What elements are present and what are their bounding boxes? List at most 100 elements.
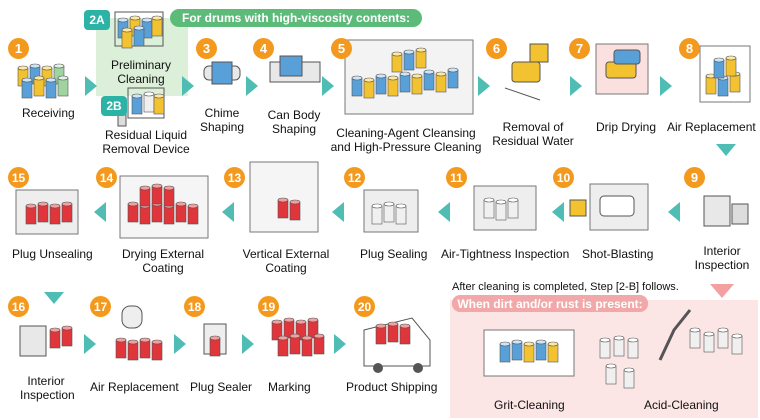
- step-badge-10: 10: [553, 167, 574, 188]
- arrow-11-12: [438, 202, 450, 222]
- chime-shaping-machine: [203, 61, 241, 85]
- arrow-19-20: [334, 334, 346, 354]
- arrow-4-5: [322, 76, 334, 96]
- step-label-2b: Residual Liquid Removal Device: [96, 128, 196, 156]
- arrow-18-19: [242, 334, 254, 354]
- step-badge-17: 17: [90, 296, 111, 317]
- step-badge-20: 20: [354, 296, 375, 317]
- arrow-8-9: [716, 144, 736, 156]
- drip-drying-unit: [595, 43, 649, 95]
- step-label-15: Plug Unsealing: [12, 247, 93, 261]
- step-badge-13: 13: [224, 167, 245, 188]
- marked-drums: [271, 317, 325, 357]
- air-replacement-unit-top: [699, 45, 751, 103]
- step-label-5: Cleaning-Agent Cleansing and High-Pressu…: [326, 126, 486, 154]
- acid-cleaning-line: [599, 309, 743, 389]
- arrow-1-2: [85, 76, 97, 96]
- grit-cleaning-machine: [483, 329, 575, 377]
- step-label-3-text: Chime Shaping: [199, 106, 245, 134]
- step-badge-18: 18: [184, 296, 205, 317]
- viscosity-banner: For drums with high-viscosity contents:: [170, 9, 422, 27]
- step-label-20: Product Shipping: [346, 380, 438, 394]
- step-label-6-text: Removal of Residual Water: [492, 120, 574, 148]
- interior-inspection-unit: [703, 195, 749, 227]
- air-replacement-unit-bottom: [115, 305, 163, 361]
- step-label-12: Plug Sealing: [360, 247, 428, 261]
- arrow-2-3: [182, 76, 194, 96]
- step-badge-14: 14: [96, 167, 117, 188]
- plug-sealing-machine: [363, 189, 419, 233]
- step-badge-6: 6: [486, 38, 507, 59]
- step-label-18: Plug Sealer: [190, 380, 253, 394]
- arrow-15-16: [44, 292, 64, 304]
- arrow-dirt-down: [710, 284, 734, 298]
- plug-unsealing-machine: [15, 189, 79, 235]
- step-label-16-text: Interior Inspection: [20, 374, 75, 402]
- step-label-14-text: Drying External Coating: [121, 247, 205, 275]
- vertical-coating-booth: [249, 161, 319, 233]
- plug-sealer-machine: [203, 323, 227, 357]
- step-badge-16: 16: [8, 296, 29, 317]
- step-badge-4: 4: [253, 38, 274, 59]
- step-label-11: Air-Tightness Inspection: [441, 247, 570, 261]
- arrow-5-6: [478, 76, 490, 96]
- step-badge-12: 12: [344, 167, 365, 188]
- viscosity-banner-text: For drums with high-viscosity contents:: [181, 11, 411, 25]
- step-label-16: Interior Inspection: [20, 374, 75, 402]
- can-body-shaping-machine: [269, 55, 321, 83]
- step-label-17: Air Replacement: [90, 380, 179, 394]
- step-label-3: Chime Shaping: [196, 106, 248, 134]
- step-label-8: Air Replacement: [667, 120, 756, 134]
- dirt-banner-text: When dirt and/or rust is present:: [457, 296, 643, 311]
- step-label-9: Interior Inspection: [688, 244, 756, 272]
- step-badge-2b: 2B: [101, 96, 127, 116]
- arrow-12-13: [332, 202, 344, 222]
- step-label-14: Drying External Coating: [116, 247, 210, 275]
- step-badge-2a: 2A: [84, 10, 110, 30]
- step-badge-8: 8: [679, 38, 700, 59]
- receiving-drums: [17, 63, 69, 99]
- arrow-16-17: [84, 334, 96, 354]
- step-label-6: Removal of Residual Water: [490, 120, 576, 148]
- arrow-6-7: [570, 76, 582, 96]
- arrow-7-8: [660, 76, 672, 96]
- step-badge-11: 11: [446, 167, 467, 188]
- arrow-17-18: [174, 334, 186, 354]
- cleaning-line: [344, 39, 474, 115]
- step-label-13-text: Vertical External Coating: [242, 247, 330, 275]
- step-label-5-text: Cleaning-Agent Cleansing and High-Pressu…: [330, 126, 482, 154]
- step-label-13: Vertical External Coating: [238, 247, 334, 275]
- grit-cleaning-label: Grit-Cleaning: [494, 398, 565, 412]
- dirt-banner: When dirt and/or rust is present:: [452, 295, 648, 312]
- step-label-2a: Preliminary Cleaning: [106, 58, 176, 86]
- step-label-1: Receiving: [22, 106, 75, 120]
- water-removal-unit: [504, 43, 549, 101]
- arrow-14-15: [94, 202, 106, 222]
- step-badge-1: 1: [8, 38, 29, 59]
- arrow-9-10: [668, 202, 680, 222]
- step-badge-9: 9: [684, 167, 705, 188]
- step-badge-19: 19: [258, 296, 279, 317]
- interior-inspection-unit-2: [19, 325, 73, 357]
- dirt-note: After cleaning is completed, Step [2-B] …: [452, 281, 679, 293]
- step-label-7: Drip Drying: [596, 120, 657, 134]
- air-tightness-tester: [473, 185, 537, 231]
- step-label-4-text: Can Body Shaping: [267, 108, 321, 136]
- step-label-19: Marking: [268, 380, 311, 394]
- step-badge-7: 7: [569, 38, 590, 59]
- arrow-3-4: [246, 76, 258, 96]
- arrow-13-14: [222, 202, 234, 222]
- step-badge-5: 5: [331, 38, 352, 59]
- step-label-10: Shot-Blasting: [582, 247, 654, 261]
- step-label-4: Can Body Shaping: [260, 108, 328, 136]
- coating-drying-oven: [119, 175, 209, 239]
- step-label-2b-text: Residual Liquid Removal Device: [102, 128, 190, 156]
- arrow-10-11: [552, 202, 564, 222]
- acid-cleaning-label: Acid-Cleaning: [644, 398, 719, 412]
- shot-blasting-machine: [569, 183, 649, 231]
- shipping-truck: [363, 317, 431, 373]
- step-label-9-text: Interior Inspection: [694, 244, 750, 272]
- preliminary-cleaning-machine: [114, 11, 164, 49]
- step-label-2a-text: Preliminary Cleaning: [110, 58, 171, 86]
